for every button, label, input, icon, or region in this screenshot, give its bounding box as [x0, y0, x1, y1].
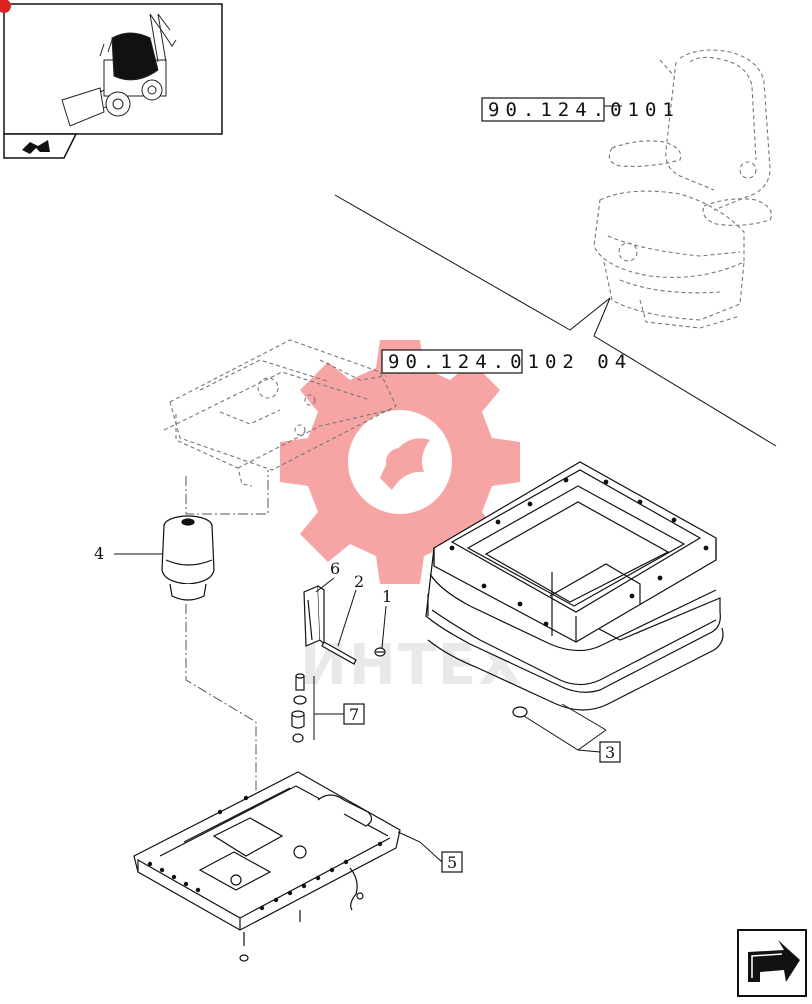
callout-1[interactable]: 1	[381, 587, 392, 649]
callout-5-label: 5	[447, 853, 457, 872]
pin[interactable]	[321, 641, 357, 665]
air-spring[interactable]	[161, 515, 215, 601]
callout-5[interactable]: 5	[397, 831, 463, 873]
callout-3[interactable]: 3	[523, 703, 621, 763]
next-page-button[interactable]	[737, 929, 807, 997]
gear-logo-icon	[280, 340, 520, 584]
assembly-centerline	[185, 470, 269, 860]
intech-watermark: ИНТЕХ	[280, 340, 521, 698]
machine-thumbnail[interactable]	[0, 0, 223, 159]
callout-1-label: 1	[382, 587, 392, 606]
callout-6-label: 6	[330, 559, 340, 578]
page-back-arrow-icon[interactable]	[22, 140, 50, 154]
phantom-leader-line	[334, 194, 777, 447]
reference-text-suspension: 90.124.0102 04	[388, 351, 632, 373]
callout-2[interactable]: 2	[337, 572, 364, 647]
seat-phantom-outline	[593, 49, 772, 329]
suspension-phantom-outline	[163, 339, 397, 487]
screw[interactable]	[374, 647, 386, 657]
callout-7-label: 7	[349, 705, 359, 724]
next-page-arrow-icon	[748, 940, 800, 982]
reference-label-seat[interactable]: 90.124.0101	[481, 97, 680, 122]
bolt-and-bushings[interactable]	[291, 673, 307, 743]
reference-label-suspension[interactable]: 90.124.0102 04	[381, 349, 632, 374]
callout-3-label: 3	[605, 743, 615, 762]
latch-plate[interactable]	[303, 585, 325, 647]
callout-4[interactable]: 4	[94, 544, 162, 563]
callout-4-label: 4	[94, 544, 104, 563]
reference-text-seat: 90.124.0101	[488, 99, 680, 121]
bellows-cover[interactable]	[425, 461, 724, 718]
callout-2-label: 2	[354, 572, 364, 591]
callout-7[interactable]: 7	[313, 676, 365, 740]
seat-base-frame[interactable]	[133, 771, 401, 962]
backhoe-loader-icon	[61, 13, 177, 127]
callout-6[interactable]: 6	[315, 559, 340, 593]
